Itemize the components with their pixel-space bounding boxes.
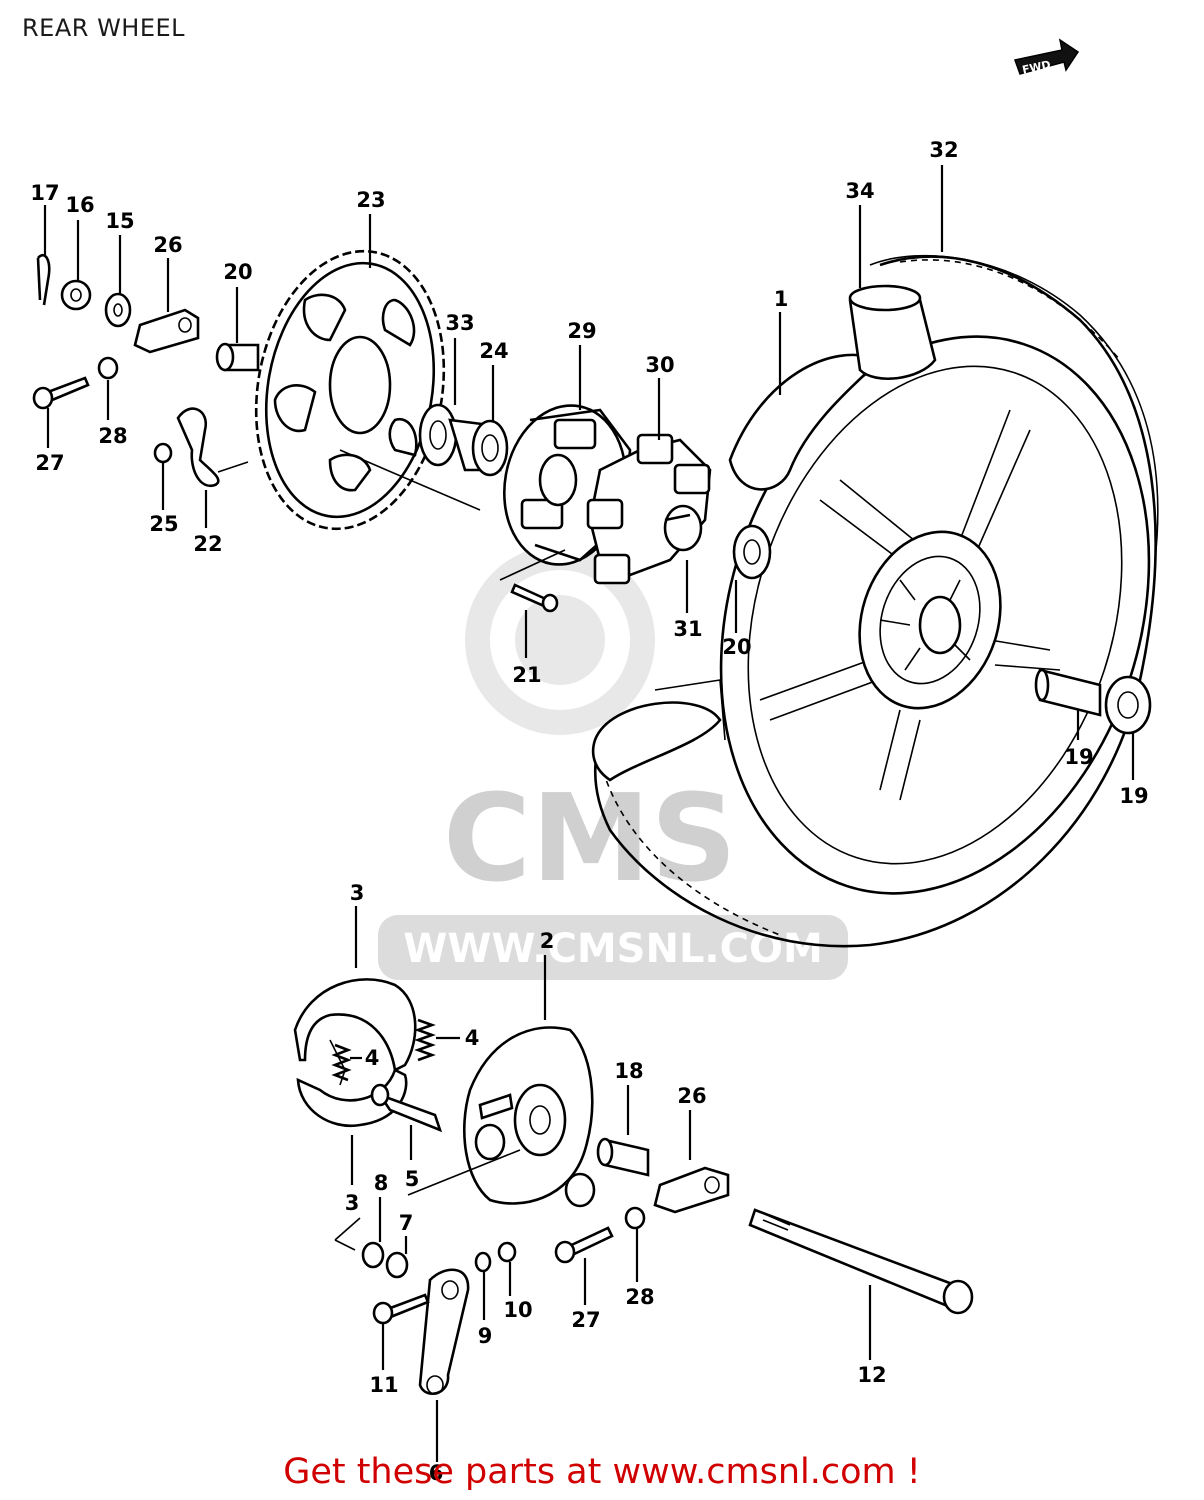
part-28-nut xyxy=(97,356,119,380)
watermark-url-text: WWW.CMSNL.COM xyxy=(403,926,823,972)
part-10-nut xyxy=(497,1241,517,1263)
fwd-label: FWD xyxy=(1021,58,1052,77)
callout-34: 34 xyxy=(845,179,874,203)
callout-5: 5 xyxy=(405,1167,420,1191)
callout-11: 11 xyxy=(369,1373,398,1397)
callout-26-lower: 26 xyxy=(677,1084,706,1108)
part-18-spacer xyxy=(215,342,260,372)
page-title: REAR WHEEL xyxy=(22,14,186,42)
part-24-brake-arm-bracket xyxy=(176,407,220,488)
callout-15: 17 xyxy=(30,181,59,205)
watermark: CMS WWW.CMSNL.COM xyxy=(378,545,848,980)
callout-21: 23 xyxy=(356,188,385,212)
callout-18: 20 xyxy=(223,260,252,284)
callout-29: 29 xyxy=(567,319,596,343)
part-14-castle-nut xyxy=(60,279,92,311)
callout-9: 9 xyxy=(478,1324,493,1348)
callout-25: 25 xyxy=(149,512,178,536)
callout-10: 10 xyxy=(503,1298,532,1322)
part-9-washer xyxy=(474,1251,492,1273)
part-16-spacer xyxy=(596,1137,650,1177)
footer-promo-link[interactable]: Get these parts at www.cmsnl.com ! xyxy=(283,1452,921,1492)
callout-6: 6 xyxy=(429,1461,444,1485)
part-8-oring xyxy=(361,1241,385,1269)
part-3-brake-shoe xyxy=(293,978,417,1128)
callout-8: 8 xyxy=(374,1171,389,1195)
part-17-spacer xyxy=(1034,668,1102,717)
callout-4-right: 4 xyxy=(465,1026,480,1050)
callout-20: 20 xyxy=(722,635,751,659)
part-7-washer xyxy=(385,1251,409,1279)
callout-1: 1 xyxy=(774,287,789,311)
callout-31: 31 xyxy=(673,617,702,641)
part-32-oil-seal xyxy=(418,403,458,467)
callout-28-lower: 28 xyxy=(625,1285,654,1309)
part-28-nut-lower xyxy=(624,1206,646,1230)
part-31-spacer xyxy=(663,504,703,552)
callout-13: 15 xyxy=(105,209,134,233)
part-2-brake-panel xyxy=(462,1026,596,1208)
callout-3-top: 3 xyxy=(350,881,365,905)
part-27-bolt-lower xyxy=(554,1226,614,1264)
watermark-logo-text: CMS xyxy=(443,770,737,909)
callout-32: 33 xyxy=(445,311,474,335)
callout-28: 28 xyxy=(98,424,127,448)
part-22-bearing xyxy=(448,418,509,477)
part-4-shoe-spring xyxy=(331,1018,436,1082)
rear-wheel-assembly xyxy=(591,254,1159,948)
callout-30: 30 xyxy=(645,353,674,377)
callout-16: 18 xyxy=(614,1059,643,1083)
part-6-brake-arm xyxy=(418,1268,470,1395)
callout-7: 7 xyxy=(399,1211,414,1235)
part-11-bolt xyxy=(372,1293,430,1325)
part-26-chain-adjuster-right xyxy=(653,1166,730,1214)
callout-3-bottom: 3 xyxy=(345,1191,360,1215)
part-19-bearing xyxy=(1104,675,1152,735)
callout-17: 19 xyxy=(1064,745,1093,769)
callout-labels: 17 16 15 26 20 23 33 24 29 30 1 34 32 27… xyxy=(30,138,1148,1485)
part-21-rear-sprocket xyxy=(254,249,446,531)
callout-26: 26 xyxy=(153,233,182,257)
callout-19: 19 xyxy=(1119,784,1148,808)
part-20-bearing xyxy=(732,524,772,580)
part-23-bolt xyxy=(510,583,559,613)
callout-27-lower: 27 xyxy=(571,1308,600,1332)
callout-23: 21 xyxy=(512,663,541,687)
callout-27: 27 xyxy=(35,451,64,475)
part-12-axle xyxy=(748,1208,974,1315)
leader-lines xyxy=(43,165,1135,1462)
callout-14: 16 xyxy=(65,193,94,217)
callout-2: 2 xyxy=(540,929,555,953)
callout-24: 22 xyxy=(193,532,222,556)
part-13-washer xyxy=(104,292,132,328)
callout-4-left: 4 xyxy=(365,1046,380,1070)
part-15-cotter-pin xyxy=(36,253,51,306)
callout-22: 24 xyxy=(479,339,508,363)
part-26-chain-adjuster xyxy=(133,308,200,354)
fwd-arrow-icon: FWD xyxy=(1014,38,1080,77)
part-5-brake-cam xyxy=(370,1083,443,1133)
part-27-bolt xyxy=(32,376,90,410)
callout-33: 32 xyxy=(929,138,958,162)
part-25-nut xyxy=(153,442,173,464)
part-34-tire-section xyxy=(848,284,937,381)
callout-12: 12 xyxy=(857,1363,886,1387)
